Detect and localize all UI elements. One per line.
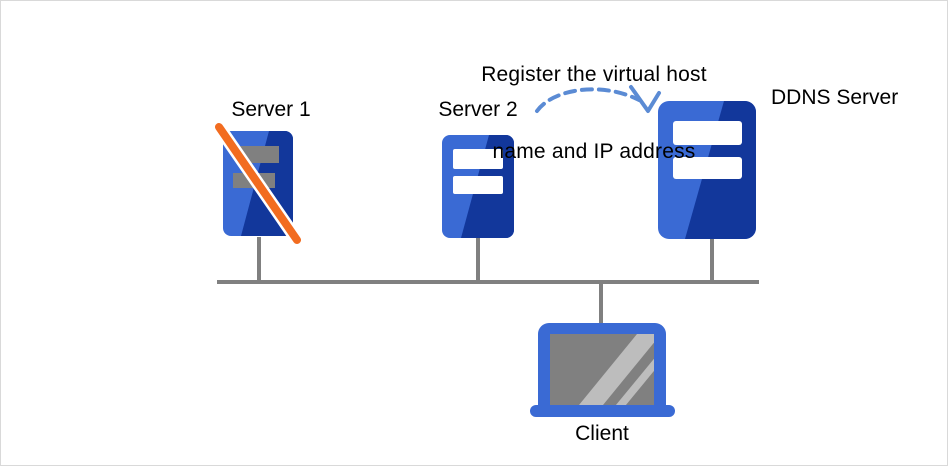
- network-bus: [217, 237, 759, 327]
- laptop-glare-stripe-1: [579, 334, 654, 405]
- register-caption-line1: Register the virtual host: [481, 63, 707, 87]
- server2-indicator-bar-top: [453, 149, 503, 169]
- ddns-indicator-bar-top: [673, 121, 742, 145]
- laptop-screen-glare: [579, 334, 654, 405]
- server2-indicator-bar-bottom: [453, 176, 503, 194]
- node-ddns-server[interactable]: [658, 101, 756, 239]
- label-server1: Server 1: [231, 98, 311, 121]
- label-server2: Server 2: [438, 98, 518, 121]
- register-arrow-head-icon: [629, 85, 661, 113]
- register-caption: Register the virtual host name and IP ad…: [463, 11, 725, 216]
- register-caption-line2: name and IP address: [492, 140, 696, 164]
- node-client-laptop[interactable]: [530, 323, 677, 417]
- laptop-base: [530, 405, 675, 417]
- label-ddns-server: DDNS Server: [771, 86, 899, 109]
- ddns-indicator-bar-bottom: [673, 157, 742, 179]
- register-arrow: [535, 85, 661, 113]
- register-arrow-dashed-path: [535, 87, 641, 113]
- label-client: Client: [575, 422, 629, 445]
- node-server1[interactable]: [212, 120, 304, 247]
- node-server2[interactable]: [442, 135, 514, 238]
- server1-disabled-slash-icon: [215, 123, 301, 244]
- laptop-glare-stripe-2: [615, 358, 654, 405]
